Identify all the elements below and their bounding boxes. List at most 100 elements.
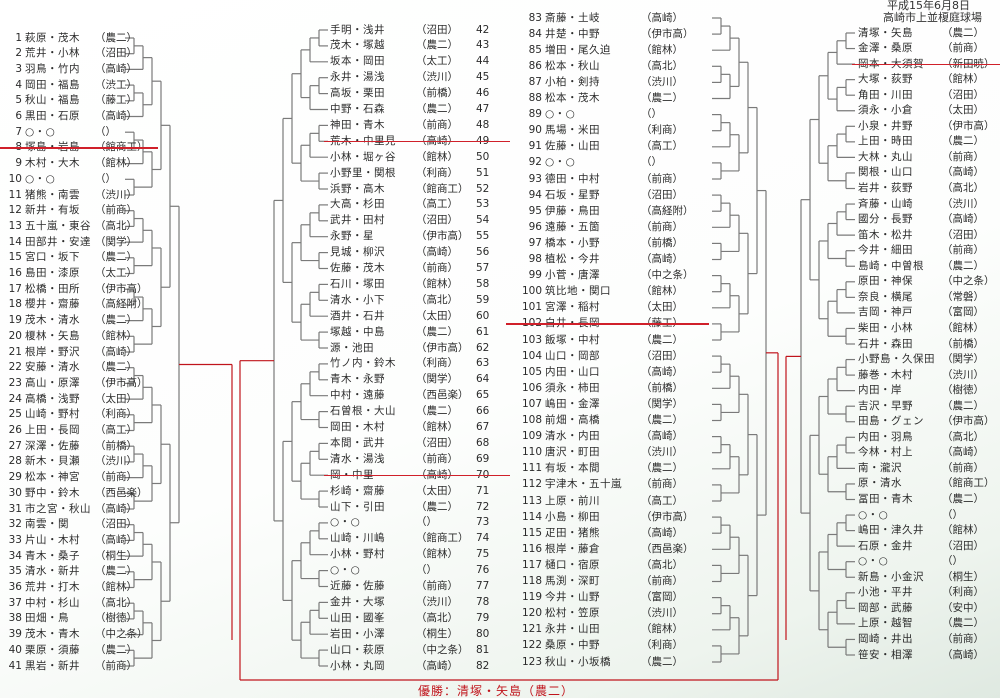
entry-row: 島崎・中曽根（農二）139	[858, 259, 1000, 274]
entry-pair: 田部井・安達	[25, 235, 91, 248]
entry-row: 岩井・荻野（高北）134	[858, 181, 1000, 196]
entry-school: （前商）	[641, 575, 683, 587]
entry-row: 92○・○（）	[512, 155, 699, 170]
entry-pair: 木村・大木	[25, 157, 80, 170]
entry-row: 國分・長野（高崎）136	[858, 212, 1000, 227]
entry-school: （渋川）	[641, 75, 683, 88]
entry-school: （前商）	[942, 150, 984, 163]
entry-school: （関学）	[416, 373, 458, 386]
entry-number: 94	[528, 188, 542, 201]
entry-school: （前橋）	[95, 439, 137, 452]
entry-school: （利商）	[416, 166, 458, 179]
entry-school: （館林）	[641, 43, 683, 56]
entry-number: 46	[476, 87, 490, 100]
entry-pair: 松村・笠原	[545, 607, 600, 620]
entry-school: （館林）	[641, 285, 683, 298]
entry-number: 85	[528, 43, 542, 56]
entry-row: 石原・金井（沼田）157	[858, 539, 1000, 554]
entry-school: （農二）	[416, 39, 458, 52]
entry-school: （前商）	[641, 220, 683, 233]
entry-school: （渋川）	[942, 197, 984, 210]
entry-school: （館林）	[95, 581, 137, 593]
entry-number: 35	[8, 565, 22, 578]
entry-number: 111	[521, 462, 542, 475]
entry-number: 95	[528, 204, 542, 217]
entry-school: （関学）	[942, 353, 984, 366]
entry-number: 12	[8, 204, 22, 217]
entry-pair: 栗原・須藤	[25, 643, 80, 656]
entry-school: （農二）	[95, 565, 137, 578]
entry-school: （樹徳）	[95, 612, 137, 625]
entry-pair: 田島・グェン	[858, 415, 924, 428]
entry-pair: 清塚・矢島	[858, 26, 913, 39]
entry-number: 22	[8, 361, 22, 374]
entry-pair: 嶋田・津久井	[858, 524, 924, 537]
entry-pair: ○・○	[858, 555, 889, 568]
entry-school: （沼田）	[416, 23, 458, 36]
entry-number: 91	[528, 140, 542, 153]
entry-number: 110	[521, 446, 542, 459]
entry-number: 25	[8, 408, 22, 421]
entry-pair: 中村・遠藤	[330, 389, 385, 402]
entry-pair: ○・○	[330, 564, 361, 577]
entry-pair: 本間・武井	[330, 436, 385, 449]
entry-number: 96	[528, 220, 542, 233]
entry-school: （高北）	[416, 293, 458, 306]
entry-pair: 小野里・関根	[330, 166, 396, 179]
entry-school: （前橋）	[942, 337, 984, 350]
entry-school: （中之条）	[416, 643, 469, 656]
entry-school: （桐生）	[942, 570, 984, 583]
entry-pair: 斎藤・土岐	[545, 11, 600, 24]
entry-pair: 小林・丸岡	[330, 659, 385, 672]
entry-pair: 高山・原澤	[25, 376, 80, 389]
entry-number: 18	[8, 298, 22, 311]
entry-school: （沼田）	[641, 349, 683, 362]
entry-school: （高崎）	[641, 430, 683, 443]
entry-row: 角田・川田（沼田）128	[858, 88, 1000, 103]
entry-pair: 金井・大塚	[330, 595, 385, 608]
entry-pair: 奈良・横尾	[858, 290, 913, 303]
entry-pair: 柴田・小林	[858, 321, 913, 334]
entry-school: （太田）	[641, 301, 683, 314]
entry-pair: 山崎・川嶋	[330, 532, 385, 545]
entry-pair: 岡田・福島	[25, 78, 80, 91]
entry-number: 112	[521, 478, 542, 491]
entry-number: 77	[476, 580, 490, 592]
entry-number: 92	[528, 156, 542, 169]
entry-school: （高崎）	[95, 533, 137, 546]
entry-school: （）	[95, 172, 116, 185]
entry-number: 33	[8, 533, 22, 546]
entry-number: 66	[476, 405, 490, 418]
entry-school: （伊市高）	[416, 230, 469, 243]
entry-school: （農二）	[641, 92, 683, 104]
entry-row: 中村・遠藤（西邑楽）65	[330, 388, 500, 403]
entry-pair: 山下・引田	[330, 500, 385, 513]
entry-pair: 石川・塚田	[330, 277, 385, 290]
entry-pair: 筑比地・関口	[545, 285, 611, 298]
entry-pair: 浜野・高木	[330, 182, 385, 195]
entry-number: 105	[521, 365, 542, 378]
strike-line	[852, 63, 1000, 66]
entry-row: 杉崎・齋藤（太田）71	[330, 484, 500, 499]
entry-school: （）	[95, 125, 116, 138]
entry-school: （館林）	[942, 321, 984, 334]
entry-school: （）	[416, 516, 437, 529]
entry-row: 山口・萩原（中之条）81	[330, 643, 500, 658]
entry-pair: 前畑・高橋	[545, 414, 600, 426]
entry-school: （前商）	[95, 204, 137, 217]
